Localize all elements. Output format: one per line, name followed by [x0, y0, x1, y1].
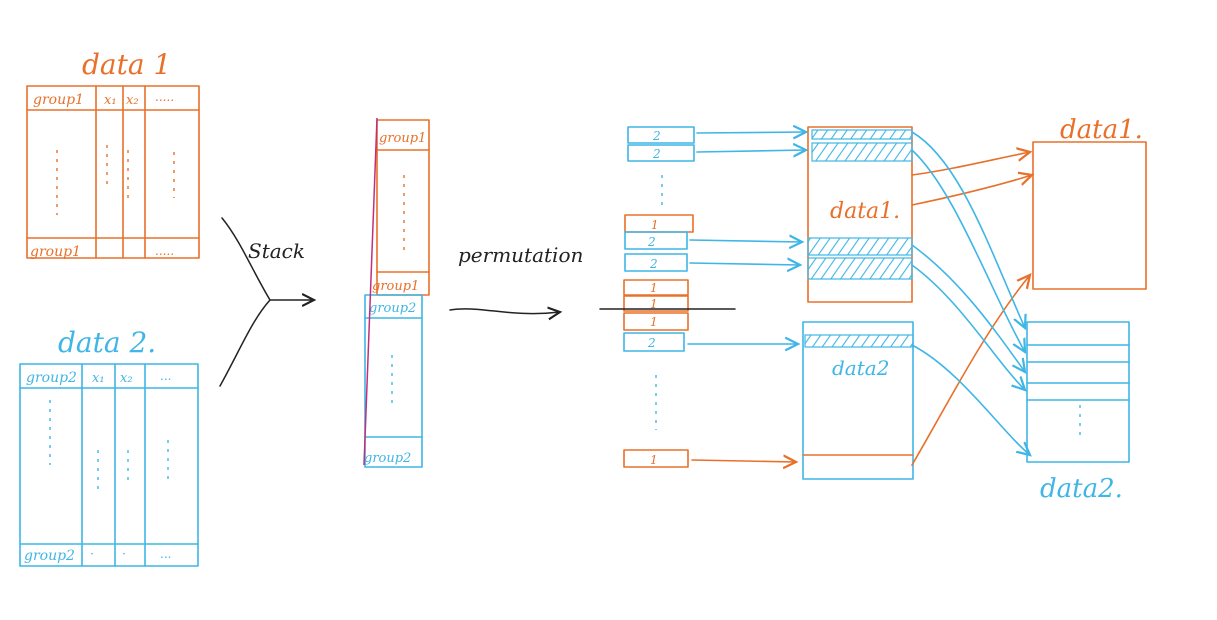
stacked-row-group1-top: group1: [379, 131, 426, 146]
hatch-row: [807, 257, 913, 280]
stacked-data1-block: [376, 119, 430, 296]
data1-header-group: group1: [33, 92, 84, 108]
perm-cell: [624, 214, 694, 233]
svg-text:1: 1: [650, 453, 658, 467]
stacked-row-group1-bottom: group1: [372, 279, 419, 294]
perm-cell: [623, 279, 689, 296]
perm-cell: [623, 295, 689, 312]
data2-header-more: ...: [160, 369, 171, 383]
data2-table: data 2. group2 x₁ x₂ ... group2 · · ...: [19, 326, 199, 567]
merged-data2-border: [802, 321, 914, 480]
svg-text:2: 2: [652, 147, 661, 161]
stacked-left-edge: [363, 117, 378, 466]
svg-text:1: 1: [651, 218, 659, 232]
merged-data2-label: data2: [832, 356, 889, 380]
perm-cell: [624, 231, 688, 250]
output-data1-box: [1032, 141, 1147, 290]
hatch-row: [811, 142, 913, 162]
data1-table-border: [26, 85, 200, 259]
data2-header-group: group2: [26, 370, 77, 386]
data1-title: data 1: [82, 48, 171, 81]
hatch-row: [804, 334, 914, 348]
output-data2-label: data2.: [1040, 474, 1123, 504]
data2-header-x2: x₂: [120, 371, 133, 386]
output-data1-label: data1.: [1060, 115, 1143, 145]
perm-to-merged-arrows: [687, 132, 806, 462]
data1-footer-group: group1: [30, 244, 81, 260]
output-data1: data1.: [1032, 115, 1147, 290]
data1-header-x1: x₁: [104, 93, 117, 108]
svg-text:1: 1: [650, 281, 658, 295]
svg-text:2: 2: [647, 336, 656, 350]
svg-text:2: 2: [647, 235, 656, 249]
svg-text:2: 2: [652, 129, 661, 143]
data2-footer-c1: ·: [90, 547, 94, 561]
perm-cell: [623, 449, 689, 468]
stack-step: Stack: [219, 217, 314, 387]
perm-cell: [623, 332, 685, 352]
data2-footer-c2: ·: [122, 547, 126, 561]
svg-text:2: 2: [649, 257, 658, 271]
permutation-step: permutation: [449, 243, 583, 314]
svg-text:1: 1: [650, 315, 658, 329]
stacked-row-group2-bottom: group2: [364, 451, 411, 466]
merged-data1-label: data1.: [830, 199, 900, 224]
stacked-data2-block: [364, 294, 423, 468]
data1-table: data 1 group1 x₁ x₂ ..... group1 .....: [26, 48, 200, 260]
permuted-column: 2 2 1 2 2 1 1 1 2 1: [599, 126, 736, 468]
perm-cell: [623, 312, 689, 331]
perm-cell: [624, 253, 688, 272]
stacked-row-group2-top: group2: [369, 301, 416, 316]
data1-footer-more: .....: [155, 244, 174, 258]
data2-header-x1: x₁: [92, 371, 105, 386]
merged-data2-block: data2: [802, 321, 914, 480]
output-data2: data2.: [1026, 321, 1130, 504]
stacked-column: group1 group1 group2 group2: [363, 117, 430, 468]
output-data2-box: [1026, 321, 1130, 463]
stack-label: Stack: [248, 239, 305, 263]
perm-cell: [627, 126, 695, 144]
hatch-row: [811, 129, 913, 140]
perm-cell: [627, 144, 695, 162]
permutation-arrow: [449, 309, 560, 314]
routing-curves: [911, 131, 1032, 466]
data1-header-more: .....: [155, 90, 174, 104]
svg-text:1: 1: [650, 297, 658, 311]
data2-table-border: [19, 363, 199, 567]
data2-title: data 2.: [58, 326, 156, 359]
merged-data1-border: [807, 126, 913, 303]
data1-header-x2: x₂: [126, 93, 139, 108]
data2-footer-more: ...: [160, 547, 171, 561]
merged-data1-block: data1.: [807, 126, 913, 303]
hatch-row: [807, 237, 913, 256]
data2-footer-group: group2: [24, 548, 75, 564]
permutation-label: permutation: [458, 243, 583, 267]
